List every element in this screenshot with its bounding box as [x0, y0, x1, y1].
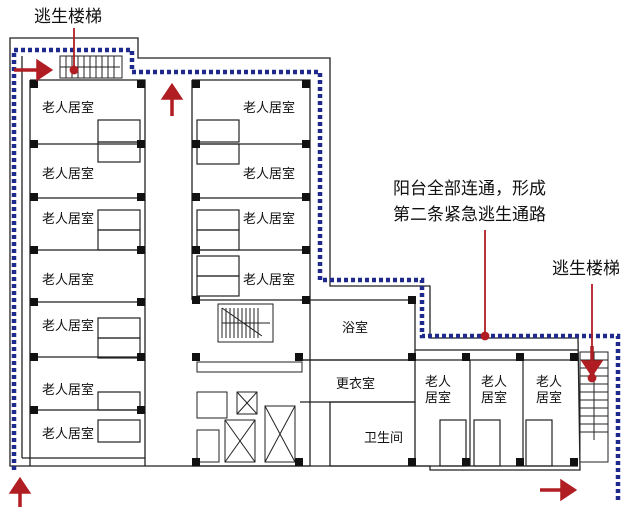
room-label: 老人居室: [42, 382, 94, 398]
middle-room-labels: 老人居室 老人居室 老人居室 老人居室: [243, 100, 295, 288]
room-label-line1: 老人: [536, 375, 562, 390]
room-label: 老人居室: [42, 166, 94, 182]
core-elevators: [196, 361, 303, 463]
leader-lines: [69, 28, 597, 383]
room-label-line1: 老人: [481, 375, 507, 390]
room-label-line1: 老人: [425, 375, 451, 390]
changing-room-label: 更衣室: [336, 376, 375, 392]
left-room-labels: 老人居室 老人居室 老人居室 老人居室 老人居室 老人居室 老人居室: [42, 100, 94, 442]
balcony-note-line2: 第二条紧急逃生通路: [393, 205, 546, 225]
room-label: 老人居室: [243, 166, 295, 182]
middle-room-dividers: [192, 119, 310, 297]
arrow-bottom-left: [8, 476, 32, 507]
room-label: 老人居室: [42, 318, 94, 334]
right-room-labels: 老人 居室 老人 居室 老人 居室: [425, 375, 562, 406]
room-label-line2: 居室: [481, 390, 507, 406]
room-label: 老人居室: [42, 211, 94, 227]
room-label-line2: 居室: [425, 390, 451, 406]
room-label: 老人居室: [42, 100, 94, 116]
balcony-note-line1: 阳台全部连通，形成: [393, 179, 546, 199]
arrow-bottom-right: [540, 478, 578, 502]
left-room-dividers: [30, 119, 145, 443]
room-label: 老人居室: [243, 211, 295, 227]
room-label: 老人居室: [243, 272, 295, 288]
room-label-line2: 居室: [536, 390, 562, 406]
room-label: 老人居室: [42, 272, 94, 288]
toilet-label: 卫生间: [364, 431, 403, 446]
exit-arrows: [8, 58, 604, 507]
right-wing-partitions: [439, 360, 553, 467]
arrow-top-left: [14, 58, 54, 82]
escape-route: [11, 47, 621, 500]
escape-stair-label-top: 逃生楼梯: [34, 7, 102, 27]
escape-stair-label-right: 逃生楼梯: [552, 259, 620, 279]
structural-columns: [30, 80, 578, 466]
right-escape-stair: [579, 351, 609, 463]
core-stair: [217, 303, 274, 343]
room-label: 老人居室: [243, 100, 295, 116]
top-escape-stair: [59, 55, 123, 79]
room-label: 老人居室: [42, 426, 94, 442]
bath-label: 浴室: [342, 320, 368, 336]
arrow-top-middle: [160, 82, 184, 116]
